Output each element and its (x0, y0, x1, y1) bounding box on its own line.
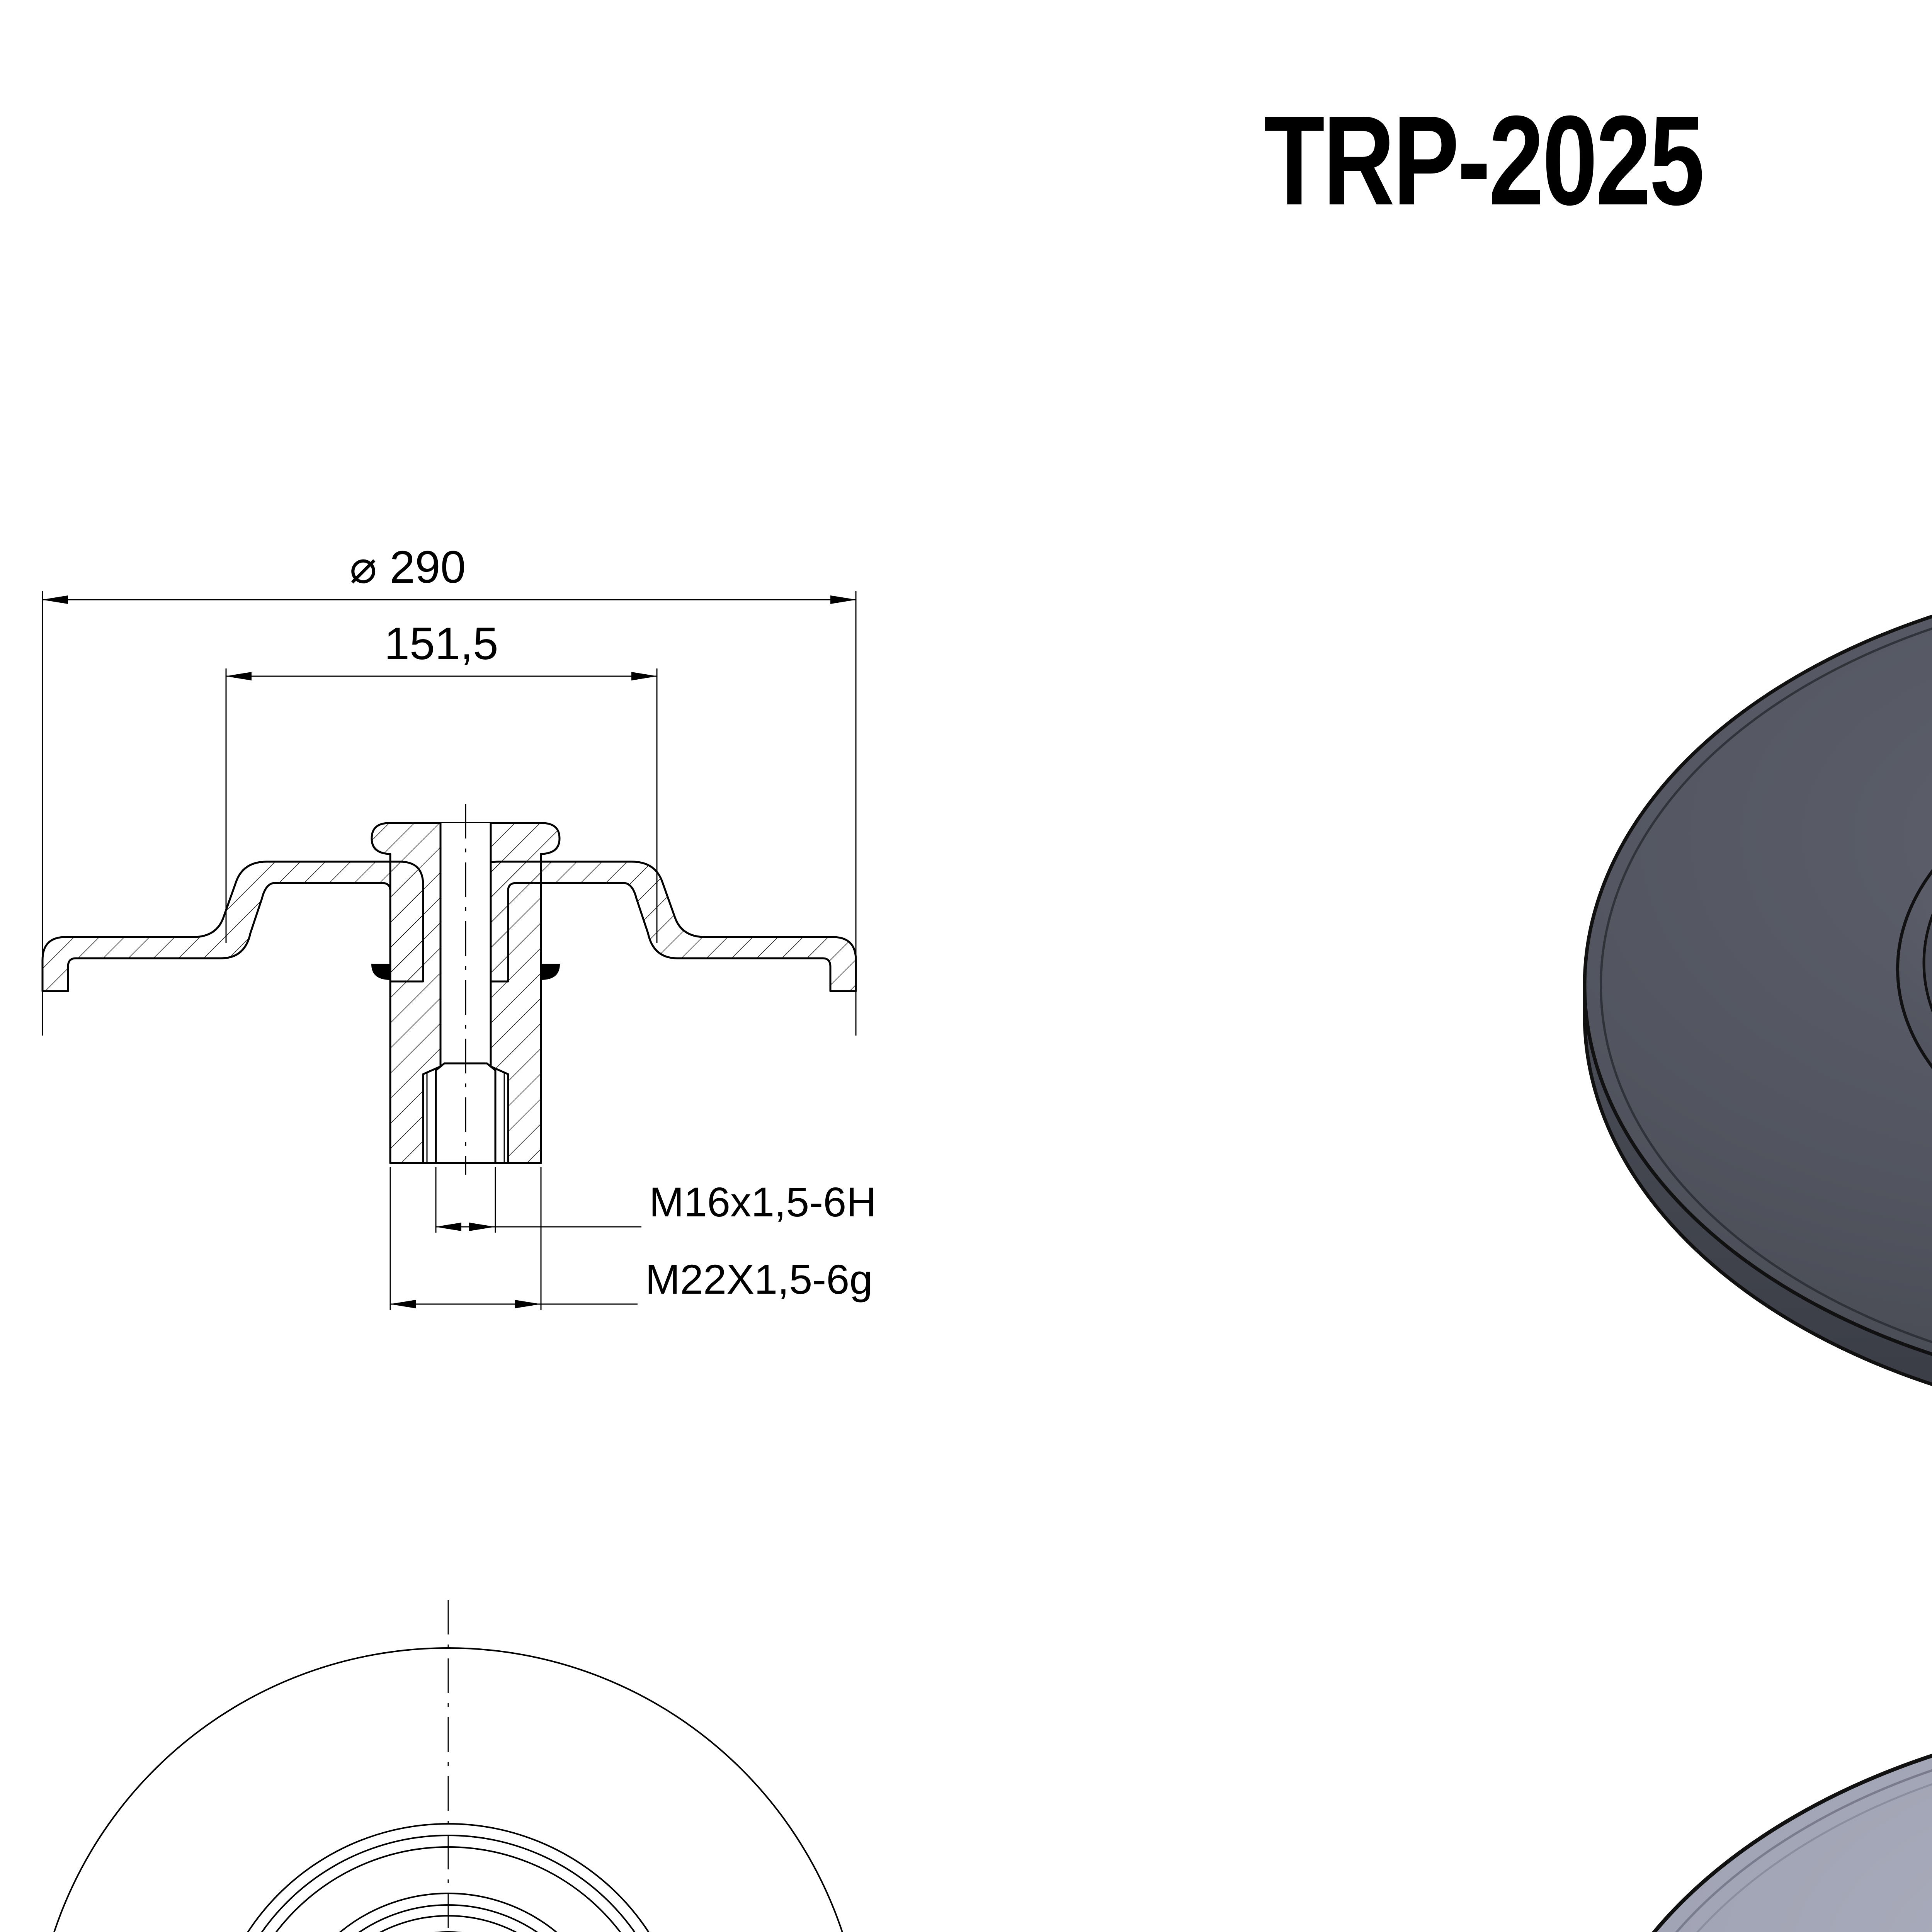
iso-top-view (1483, 533, 1932, 1422)
dimension-internal-thread: M16x1,5-6H (435, 1167, 876, 1233)
iso-top-body (1583, 614, 1932, 1386)
iso-bottom-body (1652, 1753, 1932, 1932)
center-hub-section (371, 804, 561, 1175)
dimension-external-thread: M22X1,5-6g (389, 1167, 872, 1310)
dimension-outer-diameter: ⌀ 290 (42, 542, 857, 1036)
dim-external-thread-label: M22X1,5-6g (645, 1256, 872, 1303)
dim-outer-diameter-label: ⌀ 290 (350, 542, 466, 593)
plan-view: A A (0, 1538, 1483, 1932)
plan-centerlines (447, 1600, 449, 1932)
dim-step-width-label: 151,5 (384, 618, 498, 669)
iso-bottom-view (1483, 1615, 1932, 1932)
dimension-step-width: 151,5 (225, 618, 658, 943)
section-view: ⌀ 290 151,5 (0, 533, 1483, 1422)
dim-internal-thread-label: M16x1,5-6H (649, 1179, 876, 1225)
page-title: TRP-2025 (1264, 89, 1704, 231)
